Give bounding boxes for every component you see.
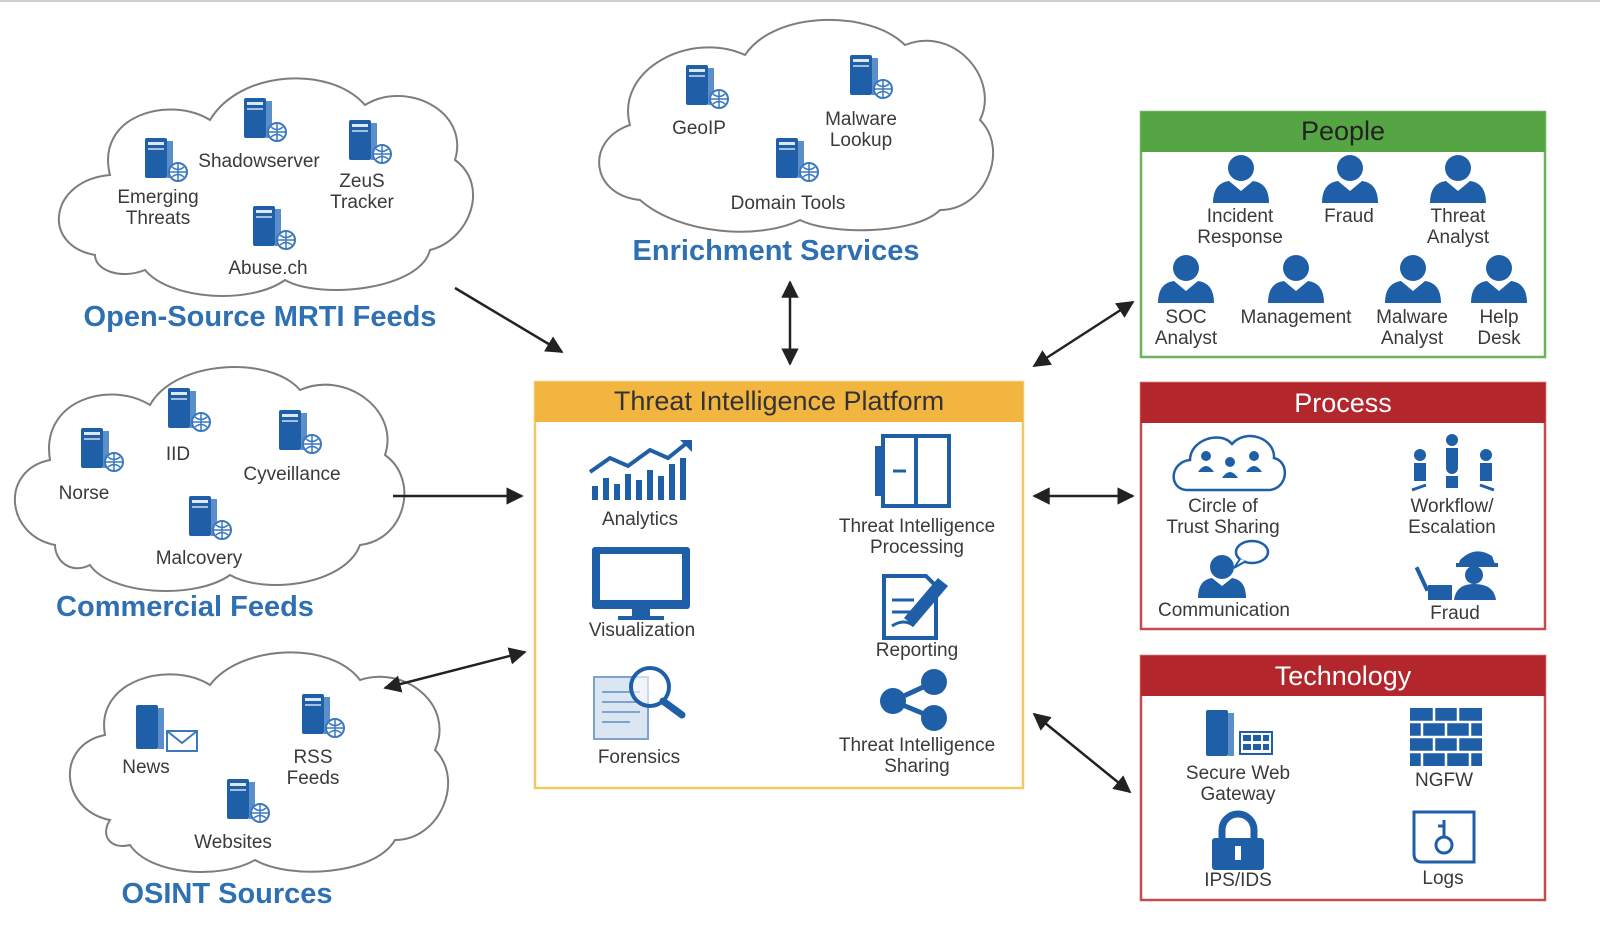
people-item-label: Malware Analyst bbox=[1376, 307, 1448, 349]
circle-of-trust-icon bbox=[1172, 434, 1286, 492]
open-source-title: Open-Source MRTI Feeds bbox=[83, 301, 437, 333]
monitor-icon bbox=[592, 547, 690, 620]
arrow-osint bbox=[383, 647, 527, 693]
technology-item-label: IPS/IDS bbox=[1204, 870, 1272, 891]
platform-item-label: Reporting bbox=[875, 640, 959, 661]
source-label: Cyveillance bbox=[243, 464, 341, 485]
processing-icon bbox=[875, 434, 951, 508]
fraud-icon bbox=[1414, 551, 1498, 600]
process-item-label: Workflow/ Escalation bbox=[1408, 496, 1496, 538]
technology-box bbox=[1139, 654, 1547, 902]
source-label: IID bbox=[165, 444, 191, 465]
logs-icon bbox=[1412, 810, 1476, 864]
people-item-label: Fraud bbox=[1324, 206, 1374, 227]
source-label: News bbox=[122, 757, 170, 778]
arrow-open-source bbox=[454, 286, 564, 354]
source-label: Abuse.ch bbox=[228, 258, 308, 279]
platform-item-label: Analytics bbox=[601, 509, 679, 530]
arrow-technology bbox=[1032, 712, 1132, 794]
communication-icon bbox=[1198, 539, 1270, 598]
osint-title: OSINT Sources bbox=[121, 878, 333, 910]
platform-header bbox=[535, 382, 1023, 422]
enrichment-title: Enrichment Services bbox=[632, 235, 920, 267]
source-label: Domain Tools bbox=[730, 193, 846, 214]
people-item-label: Help Desk bbox=[1477, 307, 1521, 349]
technology-header bbox=[1141, 656, 1545, 696]
source-label: Malcovery bbox=[155, 548, 243, 569]
platform-item-label: Forensics bbox=[597, 747, 681, 768]
people-header bbox=[1141, 112, 1545, 152]
process-item-label: Fraud bbox=[1430, 603, 1480, 624]
platform-item-label: Threat Intelligence Sharing bbox=[838, 735, 996, 777]
source-label: Norse bbox=[58, 483, 110, 504]
news-server-icon bbox=[136, 705, 198, 752]
arrow-people bbox=[1032, 300, 1135, 368]
report-icon bbox=[882, 574, 948, 640]
source-label: GeoIP bbox=[672, 118, 726, 139]
source-label: Emerging Threats bbox=[117, 187, 199, 229]
process-title: Process bbox=[1294, 388, 1392, 418]
source-label: RSS Feeds bbox=[286, 747, 340, 789]
platform-item-label: Visualization bbox=[588, 620, 696, 641]
gateway-icon bbox=[1206, 710, 1273, 756]
process-item-label: Circle of Trust Sharing bbox=[1166, 496, 1280, 538]
process-header bbox=[1141, 383, 1545, 423]
top-border bbox=[0, 0, 1600, 2]
process-item-label: Communication bbox=[1158, 600, 1290, 621]
technology-item-label: Secure Web Gateway bbox=[1185, 763, 1291, 805]
analytics-icon bbox=[588, 440, 692, 500]
source-label: Malware Lookup bbox=[825, 109, 897, 151]
forensics-icon bbox=[593, 666, 686, 740]
technology-item-label: Logs bbox=[1422, 868, 1464, 889]
technology-item-label: NGFW bbox=[1414, 770, 1474, 791]
workflow-icon bbox=[1411, 434, 1495, 492]
source-label: Websites bbox=[194, 832, 272, 853]
share-icon bbox=[880, 669, 947, 731]
people-item-label: Threat Analyst bbox=[1426, 206, 1490, 248]
people-item-label: Management bbox=[1240, 307, 1352, 328]
lock-icon bbox=[1212, 810, 1264, 870]
platform-title: Threat Intelligence Platform bbox=[613, 386, 945, 416]
people-title: People bbox=[1300, 116, 1386, 146]
people-item-label: Incident Response bbox=[1197, 206, 1283, 248]
firewall-icon bbox=[1410, 708, 1482, 766]
source-label: Shadowserver bbox=[198, 151, 320, 172]
source-label: ZeuS Tracker bbox=[330, 171, 394, 213]
osint-cloud bbox=[68, 651, 450, 873]
platform-item-label: Threat Intelligence Processing bbox=[838, 516, 996, 558]
commercial-title: Commercial Feeds bbox=[56, 591, 314, 623]
people-item-label: SOC Analyst bbox=[1154, 307, 1218, 349]
technology-title: Technology bbox=[1274, 661, 1412, 691]
people-box bbox=[1139, 110, 1547, 359]
